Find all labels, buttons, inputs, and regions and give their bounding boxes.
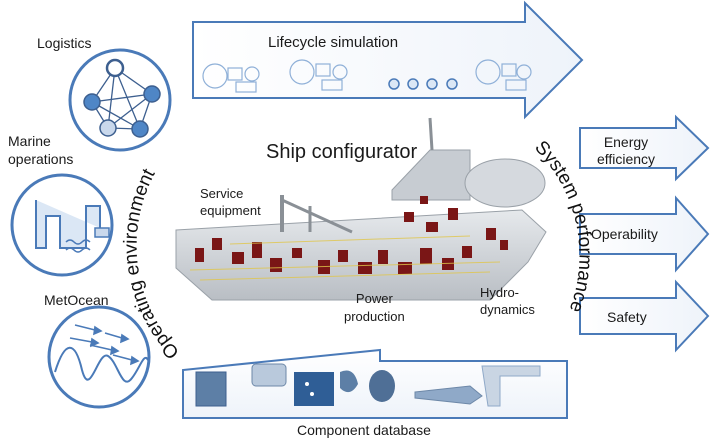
- safety-arrow: [579, 279, 710, 353]
- energy-efficiency-label: Energy efficiency: [591, 134, 661, 168]
- marine-operations-circle: [10, 173, 114, 277]
- service-equipment-label: Service equipment: [200, 185, 261, 219]
- hydrodynamics-line-2: dynamics: [480, 302, 535, 317]
- ship-configurator-title: Ship configurator: [266, 141, 418, 163]
- lifecycle-simulation-label: Lifecycle simulation: [268, 34, 399, 51]
- thumbnail-3: [475, 59, 532, 91]
- marine-operations-line-1: Marine: [8, 133, 51, 149]
- lifecycle-thumbnails: [202, 59, 532, 93]
- power-production-line-2: production: [344, 309, 405, 324]
- metocean-label: MetOcean: [44, 292, 109, 308]
- progress-dots: [388, 78, 458, 90]
- operability-arrow: [579, 195, 710, 273]
- hydrodynamics-label: Hydro- dynamics: [480, 284, 535, 318]
- component-database-panel: [182, 348, 568, 419]
- thumbnail-1: [202, 63, 260, 93]
- energy-efficiency-line-2: efficiency: [596, 151, 656, 167]
- safety-label: Safety: [607, 309, 647, 325]
- lifecycle-arrow: [192, 0, 584, 120]
- metocean-circle: [47, 305, 151, 409]
- marine-operations-line-2: operations: [8, 151, 74, 167]
- operability-label: Operability: [591, 226, 658, 242]
- thumbnail-2: [289, 59, 348, 91]
- marine-operations-label: Marine operations: [8, 132, 73, 168]
- component-database-label: Component database: [297, 422, 431, 438]
- ship-illustration: [175, 117, 547, 301]
- energy-arrow: [579, 114, 710, 182]
- power-production-label: Power production: [344, 290, 405, 326]
- hydrodynamics-line-1: Hydro-: [480, 285, 520, 300]
- power-production-line-1: Power: [355, 291, 393, 306]
- energy-efficiency-line-1: Energy: [603, 134, 649, 150]
- logistics-label: Logistics: [37, 35, 92, 51]
- service-equipment-line-1: Service: [200, 186, 244, 201]
- service-equipment-line-2: equipment: [200, 203, 261, 218]
- logistics-circle: [68, 48, 172, 152]
